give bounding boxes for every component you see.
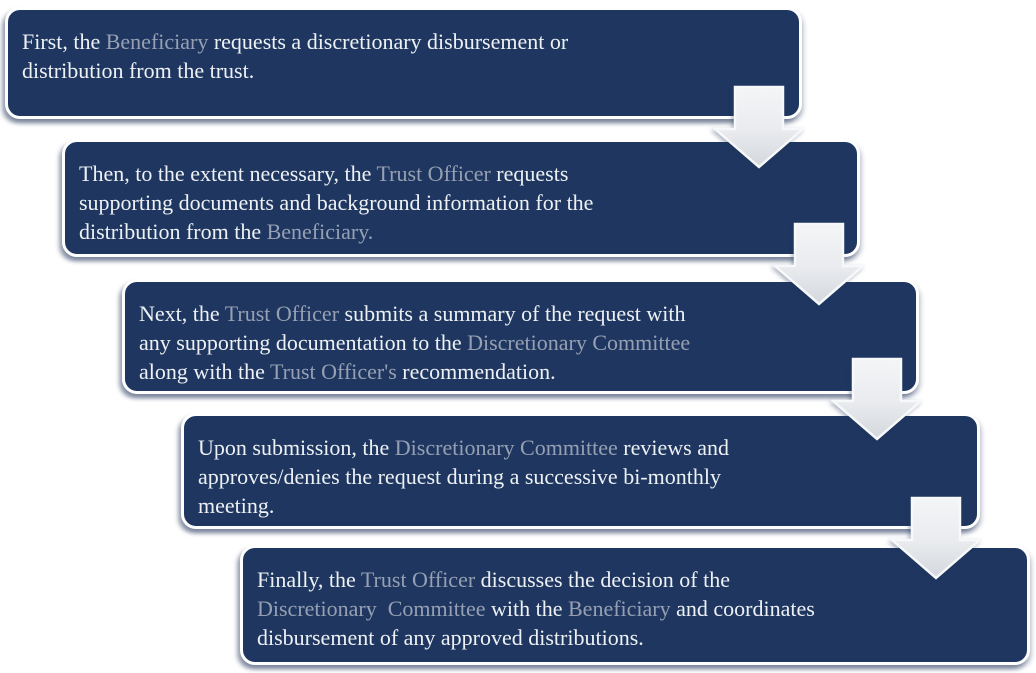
down-arrow-icon bbox=[711, 85, 807, 169]
step-text-segment: any supporting documentation to the bbox=[139, 330, 468, 355]
step-text-segment: approves/denies the request during a suc… bbox=[198, 464, 721, 489]
down-arrow-icon bbox=[771, 222, 867, 306]
step-text-line: along with the Trust Officer's recommend… bbox=[139, 357, 902, 386]
down-arrow-icon bbox=[888, 496, 984, 580]
step-text-4: Upon submission, the Discretionary Commi… bbox=[198, 433, 963, 520]
step-text-line: Upon submission, the Discretionary Commi… bbox=[198, 433, 963, 462]
role-highlight: Discretionary Committee bbox=[394, 435, 618, 460]
step-text-segment: First, the bbox=[22, 29, 106, 54]
step-text-3: Next, the Trust Officer submits a summar… bbox=[139, 299, 902, 386]
step-text-segment: discusses the decision of the bbox=[475, 567, 730, 592]
flow-step-3: Next, the Trust Officer submits a summar… bbox=[122, 279, 919, 394]
step-text-line: Next, the Trust Officer submits a summar… bbox=[139, 299, 902, 328]
step-text-line: distribution from the trust. bbox=[22, 56, 785, 85]
step-text-2: Then, to the extent necessary, the Trust… bbox=[79, 159, 843, 246]
step-text-segment: submits a summary of the request with bbox=[339, 301, 686, 326]
step-text-line: approves/denies the request during a suc… bbox=[198, 462, 963, 491]
step-text-segment: supporting documents and background info… bbox=[79, 190, 594, 215]
step-text-line: Finally, the Trust Officer discusses the… bbox=[257, 565, 1013, 594]
step-text-segment: Upon submission, the bbox=[198, 435, 395, 460]
step-text-segment: reviews and bbox=[617, 435, 729, 460]
role-highlight: Trust Officer bbox=[224, 301, 340, 326]
step-text-segment: Then, to the extent necessary, the bbox=[79, 161, 377, 186]
step-text-segment: with the bbox=[485, 596, 568, 621]
step-text-segment: distribution from the bbox=[79, 219, 267, 244]
step-text-line: Discretionary Committee with the Benefic… bbox=[257, 594, 1013, 623]
step-text-line: Then, to the extent necessary, the Trust… bbox=[79, 159, 843, 188]
role-highlight: Trust Officer bbox=[360, 567, 476, 592]
step-text-line: disbursement of any approved distributio… bbox=[257, 623, 1013, 652]
role-highlight: Discretionary Committee bbox=[467, 330, 691, 355]
step-text-segment: requests bbox=[490, 161, 569, 186]
flow-step-5: Finally, the Trust Officer discusses the… bbox=[240, 545, 1030, 665]
step-text-segment: along with the bbox=[139, 359, 270, 384]
flow-step-2: Then, to the extent necessary, the Trust… bbox=[62, 139, 860, 257]
step-text-line: First, the Beneficiary requests a discre… bbox=[22, 27, 785, 56]
step-text-line: any supporting documentation to the Disc… bbox=[139, 328, 902, 357]
step-text-line: distribution from the Beneficiary. bbox=[79, 217, 843, 246]
step-text-segment: meeting. bbox=[198, 493, 275, 518]
role-highlight: Beneficiary. bbox=[266, 219, 374, 244]
step-text-line: supporting documents and background info… bbox=[79, 188, 843, 217]
step-text-segment: requests a discretionary disbursement or bbox=[208, 29, 569, 54]
step-text-5: Finally, the Trust Officer discusses the… bbox=[257, 565, 1013, 652]
flow-step-1: First, the Beneficiary requests a discre… bbox=[5, 7, 802, 119]
step-text-segment: Finally, the bbox=[257, 567, 361, 592]
step-text-segment: recommendation. bbox=[396, 359, 556, 384]
step-text-line: meeting. bbox=[198, 491, 963, 520]
step-text-segment: disbursement of any approved distributio… bbox=[257, 625, 644, 650]
role-highlight: Beneficiary bbox=[105, 29, 209, 54]
step-text-segment: Next, the bbox=[139, 301, 225, 326]
down-arrow-icon bbox=[829, 357, 925, 441]
role-highlight: Trust Officer bbox=[376, 161, 491, 186]
role-highlight: Discretionary Committee bbox=[257, 596, 486, 621]
flow-step-4: Upon submission, the Discretionary Commi… bbox=[181, 413, 980, 529]
step-text-segment: and coordinates bbox=[670, 596, 815, 621]
step-text-segment: distribution from the trust. bbox=[22, 58, 255, 83]
step-text-1: First, the Beneficiary requests a discre… bbox=[22, 27, 785, 85]
role-highlight: Trust Officer's bbox=[269, 359, 397, 384]
role-highlight: Beneficiary bbox=[568, 596, 671, 621]
